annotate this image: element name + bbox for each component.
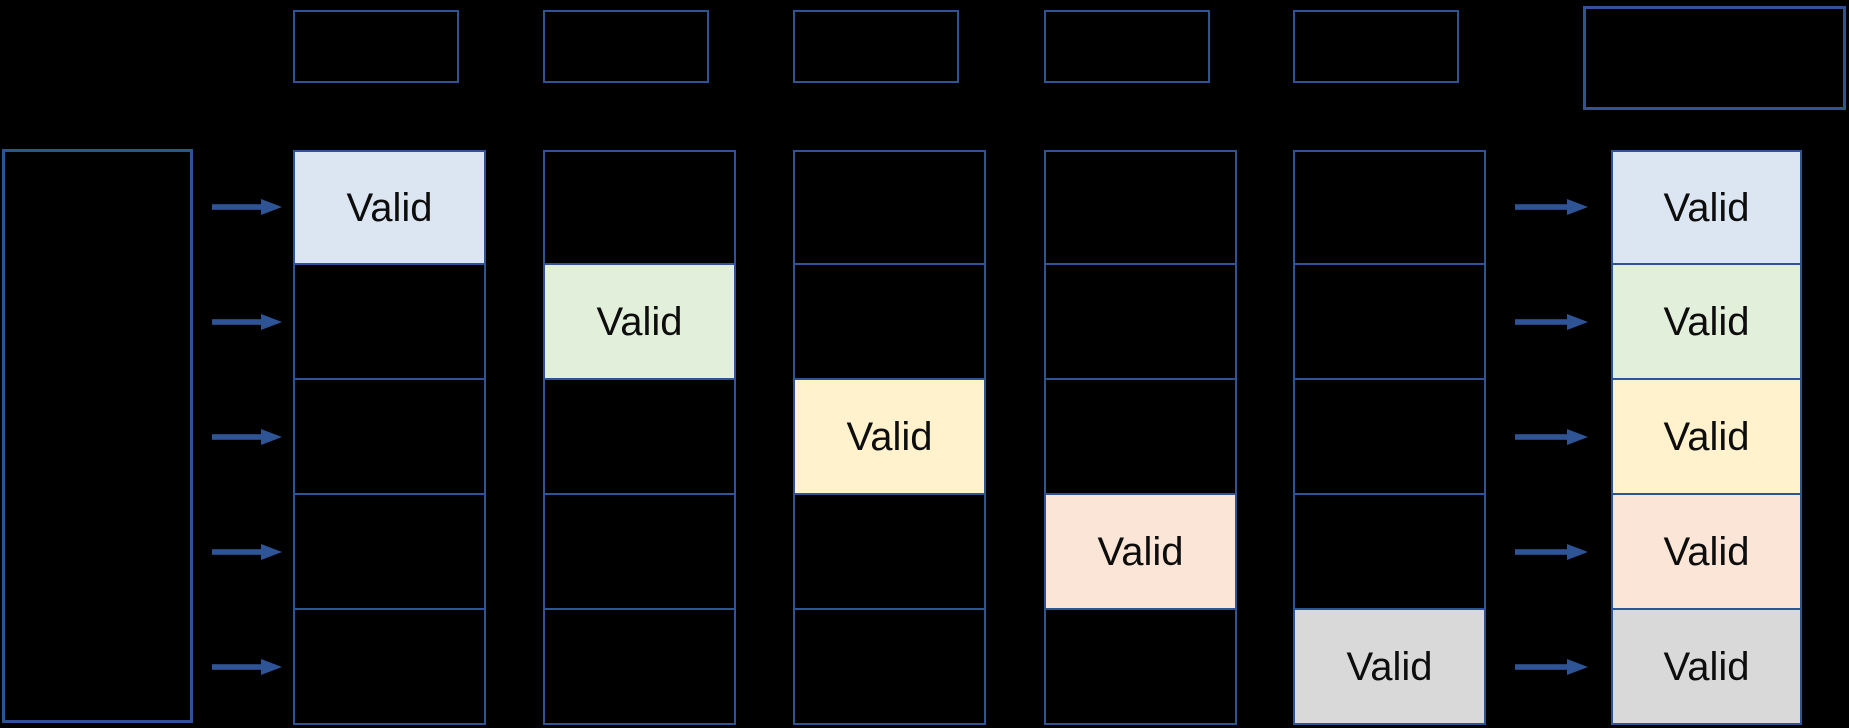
column-3: Valid	[793, 150, 986, 725]
top-box-3	[793, 10, 959, 83]
column-4-cell-2	[1044, 263, 1237, 380]
arrow-right-icon	[212, 314, 282, 330]
column-5-cell-3	[1293, 378, 1486, 495]
column-3-cell-2	[793, 263, 986, 380]
column-1-cell-1-valid: Valid	[293, 150, 486, 265]
column-4-cell-1	[1044, 150, 1237, 265]
column-2-cell-2-valid: Valid	[543, 263, 736, 380]
result-column-cell-5-valid: Valid	[1611, 608, 1802, 725]
column-4-cell-3	[1044, 378, 1237, 495]
column-1-cell-3	[293, 378, 486, 495]
column-1-cell-2	[293, 263, 486, 380]
column-1-cell-4	[293, 493, 486, 610]
column-5-cell-4	[1293, 493, 1486, 610]
arrow-right-icon	[212, 429, 282, 445]
column-5-cell-1	[1293, 150, 1486, 265]
column-2-cell-3	[543, 378, 736, 495]
result-column-cell-2-valid: Valid	[1611, 263, 1802, 380]
result-column-cell-3-valid: Valid	[1611, 378, 1802, 495]
column-5-cell-5-valid: Valid	[1293, 608, 1486, 725]
arrow-right-icon	[1515, 314, 1588, 330]
column-3-cell-1	[793, 150, 986, 265]
column-1-cell-5	[293, 608, 486, 725]
top-box-1	[293, 10, 459, 83]
arrow-right-icon	[1515, 544, 1588, 560]
column-5: Valid	[1293, 150, 1486, 725]
column-3-cell-4	[793, 493, 986, 610]
result-column-cell-1-valid: Valid	[1611, 150, 1802, 265]
arrow-right-icon	[212, 199, 282, 215]
arrow-right-icon	[1515, 429, 1588, 445]
column-2-cell-5	[543, 608, 736, 725]
column-5-cell-2	[1293, 263, 1486, 380]
column-2-cell-4	[543, 493, 736, 610]
arrow-right-icon	[212, 544, 282, 560]
column-4: Valid	[1044, 150, 1237, 725]
arrow-right-icon	[1515, 199, 1588, 215]
source-box	[2, 149, 193, 723]
column-4-cell-5	[1044, 608, 1237, 725]
arrow-right-icon	[1515, 659, 1588, 675]
column-3-cell-5	[793, 608, 986, 725]
top-box-4	[1044, 10, 1210, 83]
top-box-result	[1583, 6, 1846, 110]
column-1: Valid	[293, 150, 486, 725]
result-column-cell-4-valid: Valid	[1611, 493, 1802, 610]
column-2: Valid	[543, 150, 736, 725]
arrow-right-icon	[212, 659, 282, 675]
column-4-cell-4-valid: Valid	[1044, 493, 1237, 610]
column-3-cell-3-valid: Valid	[793, 378, 986, 495]
column-2-cell-1	[543, 150, 736, 265]
top-box-2	[543, 10, 709, 83]
top-box-5	[1293, 10, 1459, 83]
